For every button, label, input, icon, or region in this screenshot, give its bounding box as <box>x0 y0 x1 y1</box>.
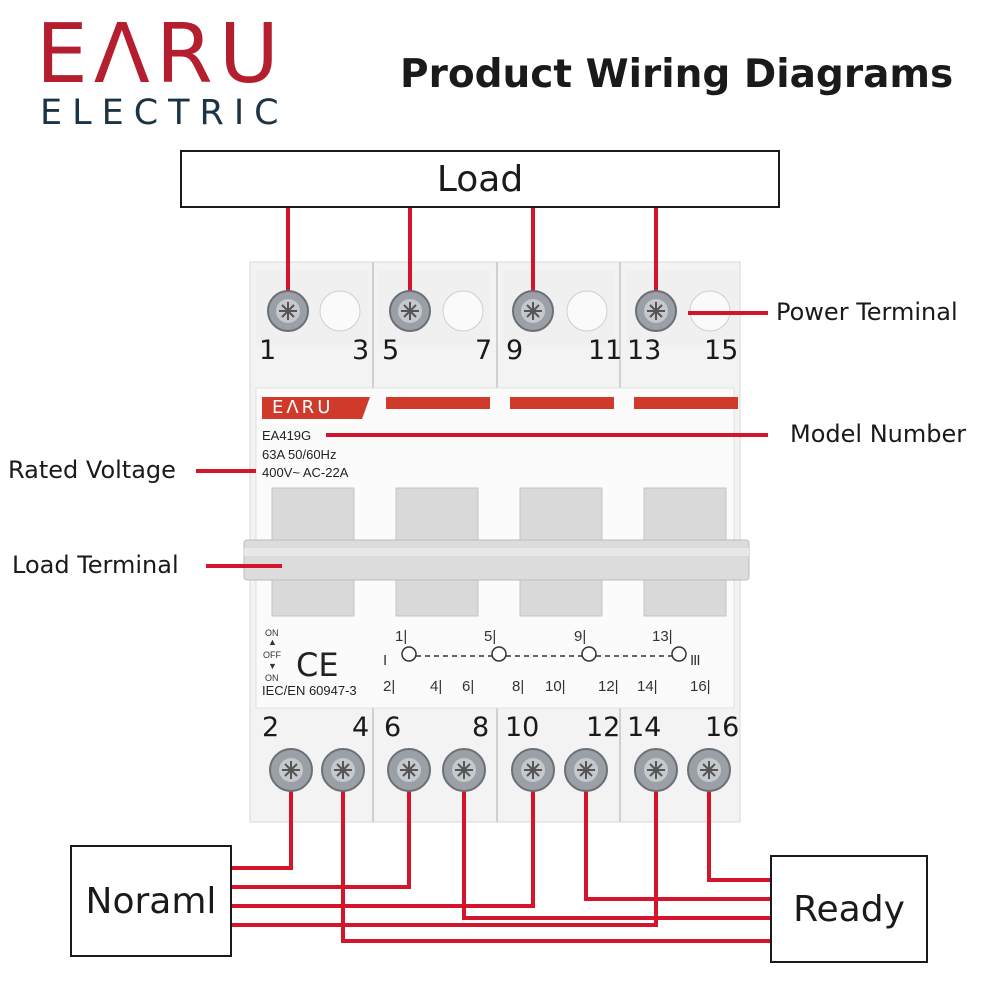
terminal-number: 6 <box>384 712 402 743</box>
schematic-label: 9| <box>574 628 587 645</box>
ce-mark: CE <box>296 646 339 684</box>
device-voltage: 400V~ AC-22A <box>262 465 349 480</box>
terminal-number: 13 <box>627 335 662 366</box>
terminal-number: 5 <box>382 335 400 366</box>
terminal-number: 15 <box>704 335 739 366</box>
terminal-number: 16 <box>705 712 740 743</box>
device-logo-plate <box>262 397 370 419</box>
module-accent-bar <box>386 397 490 409</box>
terminal-number: 7 <box>475 335 493 366</box>
switch-body <box>243 261 750 823</box>
screw-icons-bottom <box>269 748 731 792</box>
wires-bottom <box>232 790 770 943</box>
device-rating: 63A 50/60Hz <box>262 447 337 462</box>
device-model: EA419G <box>262 428 312 443</box>
schematic-label: 6| <box>462 678 475 695</box>
schematic-label: 4| <box>430 678 443 695</box>
terminal-number: 14 <box>627 712 662 743</box>
normal-box: Noraml <box>70 845 232 957</box>
schematic-symbol-i: I <box>383 652 388 669</box>
module-accent-bar <box>634 397 738 409</box>
arrow-up-icon: ▲ <box>268 637 277 647</box>
terminal-number: 8 <box>472 712 490 743</box>
schematic-label: 12| <box>598 678 619 695</box>
callout-power-terminal: Power Terminal <box>776 298 958 326</box>
position-label: ON <box>265 628 279 638</box>
ready-box: Ready <box>770 855 928 963</box>
callout-lines <box>196 311 768 568</box>
terminal-number: 1 <box>259 335 277 366</box>
position-label: OFF <box>263 650 281 660</box>
screw-icons-top <box>267 290 677 332</box>
module-accent-bar <box>510 397 614 409</box>
schematic-label: 13| <box>652 628 673 645</box>
brand-logo: EΛRU <box>36 7 285 102</box>
wires-load <box>286 208 658 296</box>
terminal-number: 9 <box>506 335 524 366</box>
schematic-label: 5| <box>484 628 497 645</box>
schematic-label: 14| <box>637 678 658 695</box>
schematic-label: 16| <box>690 678 711 695</box>
terminal-number: 3 <box>352 335 370 366</box>
schematic-label: 8| <box>512 678 525 695</box>
callout-rated-voltage: Rated Voltage <box>8 456 176 484</box>
schematic-symbol-iii: III <box>690 652 700 669</box>
device-logo: EΛRU <box>272 397 334 418</box>
page-title: Product Wiring Diagrams <box>400 52 954 97</box>
device-standard: IEC/EN 60947-3 <box>262 683 357 698</box>
callout-model-number: Model Number <box>790 420 967 448</box>
brand-subtitle: ELECTRIC <box>40 93 289 133</box>
terminal-number: 2 <box>262 712 280 743</box>
terminal-number: 11 <box>588 335 623 366</box>
load-box: Load <box>180 150 780 208</box>
schematic-label: 2| <box>383 678 396 695</box>
schematic-label: 10| <box>545 678 566 695</box>
schematic-label: 1| <box>395 628 408 645</box>
callout-load-terminal: Load Terminal <box>12 551 179 579</box>
terminal-number: 10 <box>505 712 540 743</box>
arrow-down-icon: ▼ <box>268 661 277 671</box>
terminal-number: 12 <box>586 712 621 743</box>
terminal-number: 4 <box>352 712 370 743</box>
position-label: ON <box>265 673 279 683</box>
